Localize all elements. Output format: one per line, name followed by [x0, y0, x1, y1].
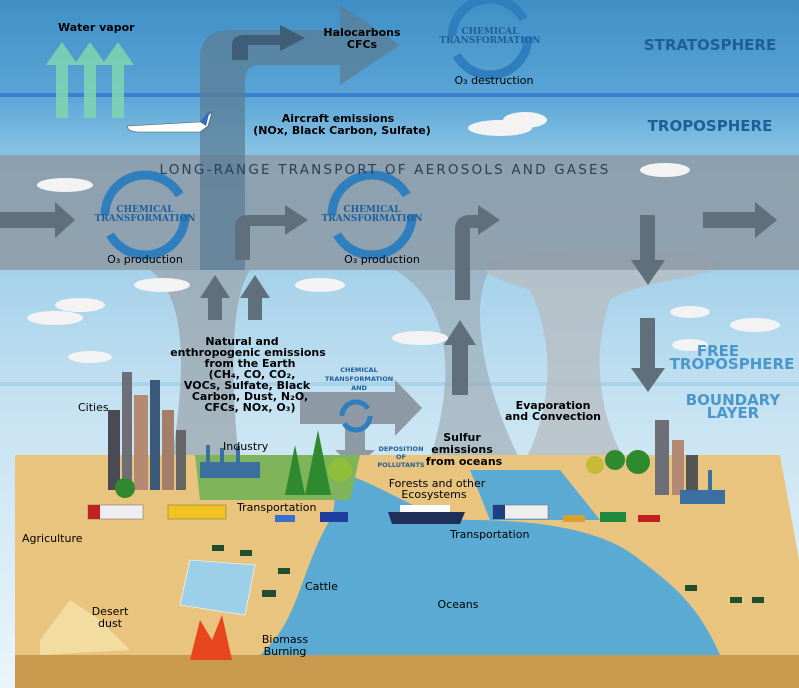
chem-label-mid-1: CHEMICAL — [343, 205, 401, 215]
chemical-cycle-left — [100, 170, 190, 260]
cities-label: Cities — [78, 401, 109, 414]
desert-label-1: Desert — [92, 605, 129, 618]
o3-production-left-label: O₃ production — [107, 253, 183, 266]
trees — [115, 430, 650, 498]
chem-and-line: AND — [351, 384, 367, 392]
chem-label-strat-2: TRANSFORMATION — [439, 36, 540, 46]
forests-label-2: Ecosystems — [401, 488, 466, 501]
clouds — [27, 112, 780, 363]
chem-label-strat-1: CHEMICAL — [461, 27, 519, 37]
cattle-label: Cattle — [305, 580, 338, 593]
transportation-right-label: Transportation — [449, 528, 529, 541]
fire-icon — [190, 615, 232, 660]
agriculture-label: Agriculture — [22, 532, 83, 545]
ocean — [260, 470, 720, 655]
vehicles — [87, 504, 660, 524]
sulfur-emissions-label: Sulfur emissions from oceans — [426, 431, 503, 468]
small-transport-arrow — [232, 25, 305, 60]
arrow-down-2 — [631, 318, 665, 392]
chemical-cycle-stratosphere — [447, 0, 533, 80]
halocarbons-label: Halocarbons — [323, 26, 401, 39]
cfcs-label: CFCs — [347, 38, 378, 51]
land-edge — [15, 655, 799, 688]
chemical-transformation-and-label: CHEMICAL TRANSFORMATION AND DEPOSITION O… — [325, 366, 425, 469]
o3-production-mid-label: O₃ production — [344, 253, 420, 266]
desert-label-2: dust — [98, 617, 123, 630]
deposition-line: DEPOSITION — [378, 445, 423, 453]
arrow-up-right-1 — [235, 205, 308, 260]
chemical-cycle-small — [339, 399, 373, 433]
city-buildings-left — [108, 372, 186, 490]
o3-destruction-label: O₃ destruction — [455, 74, 534, 87]
arrow-up-1 — [200, 275, 230, 320]
chem-label-left-1: CHEMICAL — [116, 205, 174, 215]
transport-arrows — [0, 202, 777, 468]
forests-label-1: Forests and other — [389, 477, 486, 490]
deposition-line: POLLUTANTS — [377, 461, 424, 469]
sulfur-line: from oceans — [426, 455, 503, 468]
arrow-chemical-transformation — [300, 380, 422, 436]
water-vapor-label: Water vapor — [58, 21, 135, 34]
emissions-line: (CH₄, CO, CO₂, — [209, 368, 296, 381]
emissions-line: from the Earth — [205, 357, 296, 370]
water-vapor-arrows — [46, 42, 134, 118]
irrigated-field — [179, 559, 256, 616]
city-buildings-right — [655, 420, 698, 495]
emissions-line: Carbon, Dust, N₂O, — [192, 390, 308, 403]
tropopause-line — [0, 93, 799, 97]
arrow-down-1 — [631, 215, 665, 285]
boundary-layer-line — [0, 382, 799, 386]
airplane-icon — [127, 110, 213, 133]
deposition-line: OF — [396, 453, 406, 461]
chem-and-line: TRANSFORMATION — [325, 375, 393, 383]
evaporation-line: Evaporation — [516, 399, 591, 412]
emissions-line: CFCs, NOx, O₃) — [204, 401, 295, 414]
evaporation-line: and Convection — [505, 410, 601, 423]
arrow-right-1 — [0, 202, 75, 238]
aircraft-emissions-label: Aircraft emissions — [282, 112, 395, 125]
chem-label-mid-2: TRANSFORMATION — [321, 214, 422, 224]
arrow-up-2 — [240, 275, 270, 320]
emissions-label: Natural and enthropogenic emissions from… — [170, 335, 326, 414]
factories — [200, 445, 725, 504]
transportation-left-label: Transportation — [236, 501, 316, 514]
emissions-line: VOCs, Sulfate, Black — [184, 379, 311, 392]
sulfur-line: emissions — [431, 443, 493, 456]
boundary-layer-label-1: BOUNDARY — [686, 391, 782, 409]
desert-dunes — [40, 600, 130, 655]
cattle-icons — [212, 545, 764, 603]
industry-label: Industry — [223, 440, 269, 453]
arrow-right-2 — [703, 202, 777, 238]
free-troposphere-label-2: TROPOSPHERE — [670, 355, 795, 373]
chem-label-left-2: TRANSFORMATION — [94, 214, 195, 224]
evaporation-label: Evaporation and Convection — [505, 399, 601, 423]
stratosphere-label: STRATOSPHERE — [644, 36, 776, 54]
emissions-line: enthropogenic emissions — [170, 346, 326, 359]
oceans-label: Oceans — [438, 598, 479, 611]
stratosphere-transport-arrow — [200, 5, 400, 270]
arrow-up-right-2 — [455, 205, 500, 300]
convection-cloud — [480, 248, 725, 470]
free-troposphere-label-1: FREE — [697, 342, 739, 360]
troposphere-label: TROPOSPHERE — [648, 117, 773, 135]
arrow-up-3 — [444, 320, 476, 395]
chem-and-line: CHEMICAL — [340, 366, 377, 374]
long-range-transport-banner: LONG-RANGE TRANSPORT OF AEROSOLS AND GAS… — [159, 162, 610, 178]
aircraft-emissions-detail: (NOx, Black Carbon, Sulfate) — [253, 124, 431, 137]
biomass-label-1: Biomass — [262, 633, 309, 646]
chemical-cycle-mid — [327, 170, 417, 260]
emissions-line: Natural and — [205, 335, 278, 348]
emission-plume-left — [150, 270, 250, 470]
boundary-layer-label-2: LAYER — [707, 404, 760, 422]
sulfur-line: Sulfur — [443, 431, 481, 444]
biomass-label-2: Burning — [264, 645, 307, 658]
